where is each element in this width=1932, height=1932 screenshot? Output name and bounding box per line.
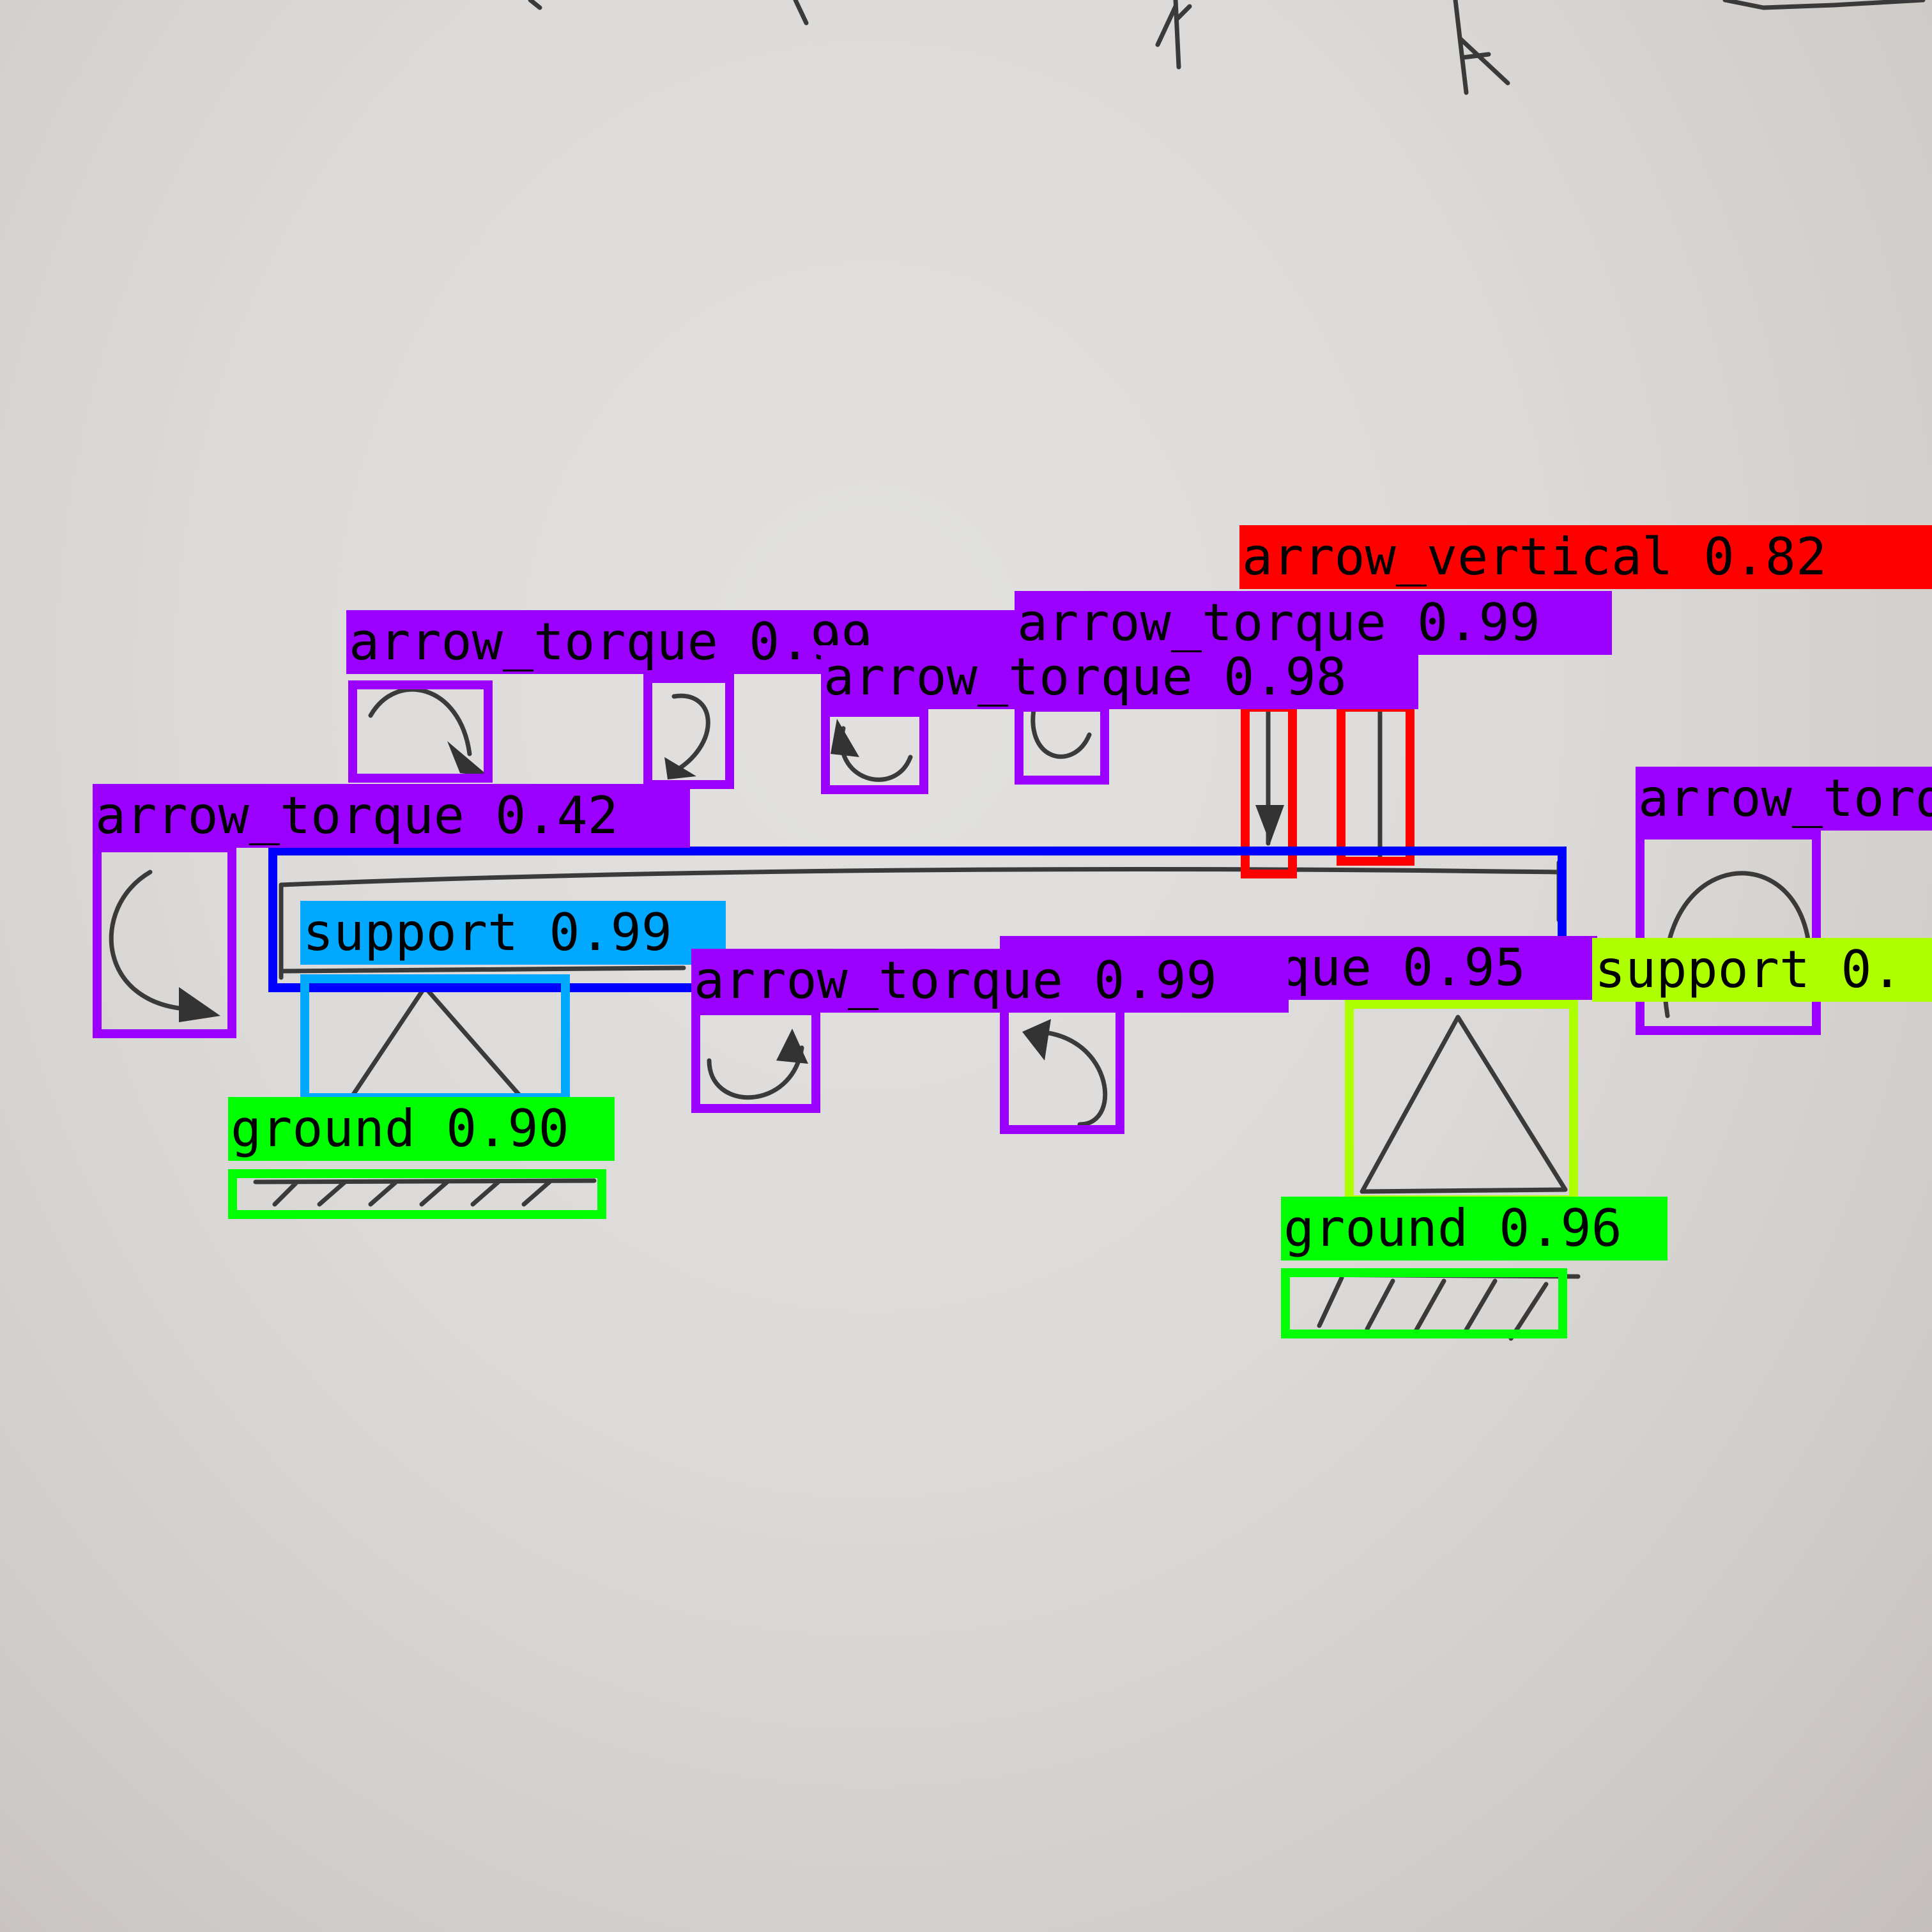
torque-arrowhead-2	[664, 757, 696, 779]
torque-arrowhead-5	[776, 1029, 808, 1064]
support-right-triangle	[1360, 1015, 1568, 1194]
label-ground-left: ground 0.90	[228, 1097, 615, 1161]
torque-sketch-7	[1026, 1029, 1108, 1127]
detection-box-arrow-torque-top-right	[1015, 703, 1109, 785]
vertical-arrowhead-1	[1255, 805, 1284, 843]
label-support-left: support 0.99	[300, 901, 726, 965]
sketch-fragment-2	[793, 0, 809, 26]
sketch-fragment-1	[528, 0, 542, 10]
label-arrow-torque-far-right: arrow_torque	[1636, 767, 1932, 831]
detection-box-ground-right	[1281, 1268, 1567, 1338]
detection-box-arrow-torque-bottom-right	[1000, 1000, 1124, 1134]
sketch-fragment-5	[1722, 0, 1926, 10]
torque-arrowhead-6	[1022, 1019, 1051, 1061]
label-arrow-torque-top-middle: arrow_torque 0.98	[821, 645, 1418, 709]
label-arrow-torque-bottom-middle: arrow_torque 0.99	[691, 949, 1289, 1013]
beam-line	[279, 867, 1561, 887]
label-support-right: support 0.	[1592, 938, 1932, 1002]
torque-arrowhead-1	[447, 741, 489, 776]
sketch-fragment-4	[1453, 0, 1510, 95]
detection-box-support-right	[1345, 1000, 1578, 1204]
beam-line-lower	[279, 965, 686, 974]
ground-left-hatch	[253, 1178, 597, 1207]
label-ground-right: ground 0.96	[1281, 1197, 1667, 1261]
sketch-fragment-3	[1155, 0, 1192, 70]
label-arrow-torque-left: arrow_torque 0.42	[93, 784, 690, 848]
detection-box-support-left	[300, 974, 570, 1102]
torque-arrowhead-3	[831, 719, 859, 757]
detection-box-arrow-vertical-2	[1337, 703, 1414, 866]
detection-box-arrow-torque-top-middle	[821, 708, 928, 794]
detection-box-arrow-torque-bottom-middle	[691, 1006, 820, 1113]
torque-sketch-4	[1031, 700, 1092, 759]
torque-sketch-6	[707, 1045, 804, 1100]
detection-box-arrow-torque-far-right	[1636, 831, 1821, 1035]
label-arrow-torque-top-right: arrow_torque 0.99	[1015, 591, 1612, 655]
detection-box-ground-left	[228, 1169, 606, 1219]
torque-arrowhead-4	[179, 987, 220, 1022]
detection-box-arrow-torque-left	[93, 843, 236, 1038]
torque-sketch-1	[368, 687, 472, 756]
torque-sketch-5	[109, 870, 201, 1012]
label-arrow-vertical: arrow_vertical 0.82	[1239, 525, 1932, 589]
detection-box-arrow-torque-top-left	[348, 680, 493, 783]
detection-box-arrow-torque-top-left-2	[643, 674, 734, 789]
torque-sketch-2	[671, 693, 710, 772]
